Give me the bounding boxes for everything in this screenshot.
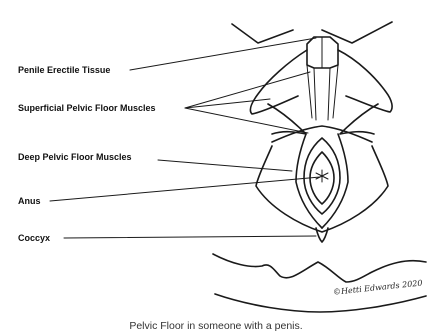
- leader-deep-muscles: [158, 160, 292, 171]
- label-deep-pelvic-floor-muscles: Deep Pelvic Floor Muscles: [18, 152, 132, 162]
- erectile-tissue-base: [307, 65, 338, 118]
- left-groin-line: [232, 24, 293, 43]
- anus-star-icon: [316, 170, 328, 182]
- deep-muscle-outline: [256, 146, 388, 232]
- buttocks-lower-contour: [215, 294, 426, 312]
- superficial-muscle-right-outer: [338, 50, 392, 112]
- leader-superficial-3: [185, 108, 308, 133]
- label-coccyx: Coccyx: [18, 233, 50, 243]
- leader-superficial-1: [185, 72, 310, 108]
- leader-anus: [50, 177, 320, 201]
- deep-muscle-inner-left: [296, 134, 322, 228]
- label-penile-erectile-tissue: Penile Erectile Tissue: [18, 65, 110, 75]
- superficial-muscle-left-band: [268, 104, 306, 134]
- label-anus: Anus: [18, 196, 41, 206]
- superficial-muscle-right-band: [340, 104, 378, 134]
- label-superficial-pelvic-floor-muscles: Superficial Pelvic Floor Muscles: [18, 103, 156, 113]
- erectile-tissue-bulb: [314, 68, 330, 120]
- leader-penile-erectile-tissue: [130, 38, 316, 70]
- buttocks-upper-contour: [213, 254, 426, 282]
- deep-muscle-inner-right: [322, 134, 348, 228]
- leader-superficial-2: [185, 99, 270, 108]
- superficial-muscle-left-outer: [250, 50, 307, 114]
- leader-coccyx: [64, 236, 316, 238]
- figure-caption: Pelvic Floor in someone with a penis.: [0, 320, 432, 332]
